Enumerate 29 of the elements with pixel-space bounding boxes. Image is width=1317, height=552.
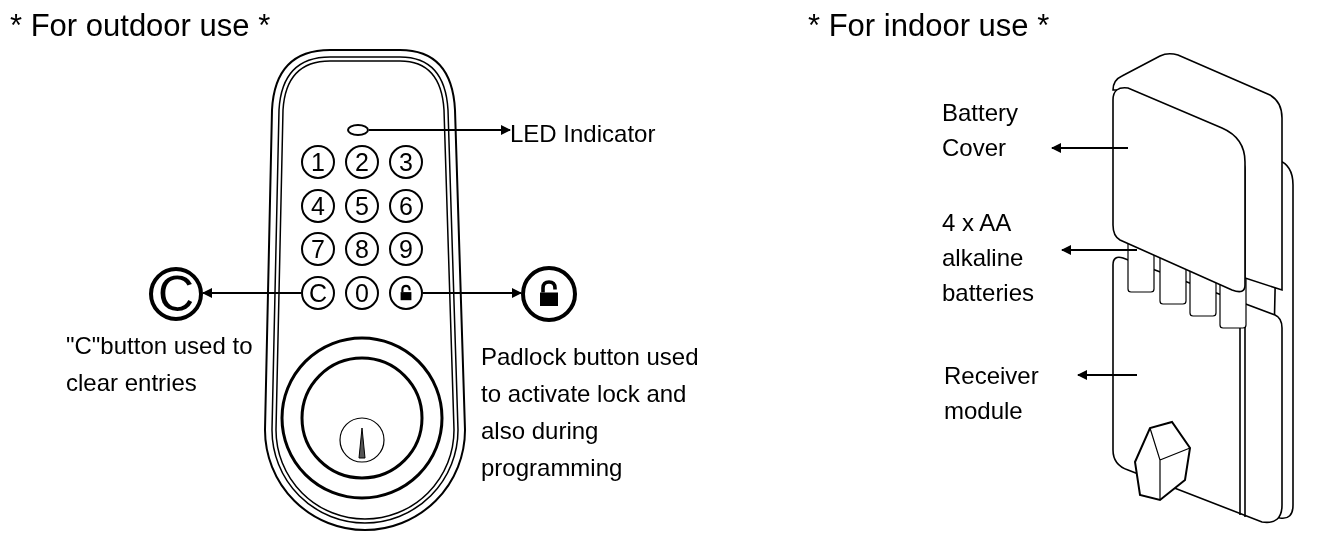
- callout-label: LED Indicator: [510, 116, 690, 151]
- leader-line: [1077, 370, 1138, 380]
- padlock-key: [389, 276, 423, 310]
- caption-text: Padlock button used to activate lock and also during programming: [481, 342, 700, 483]
- keypad-key: 5: [345, 189, 379, 223]
- clear-symbol: C: [149, 267, 203, 321]
- callout-label: Receiver module: [944, 358, 1078, 428]
- keypad-key: 7: [301, 232, 335, 266]
- keypad-key: 3: [389, 145, 423, 179]
- keypad-key: 4: [301, 189, 335, 223]
- section-heading: * For outdoor use *: [10, 8, 271, 44]
- arrow: [202, 288, 302, 298]
- caption-text: "C"button used to clear entries: [66, 331, 254, 398]
- arrow: [422, 288, 522, 298]
- callout-label: Battery Cover: [942, 95, 1052, 165]
- padlock-symbol: [521, 266, 577, 322]
- leader-line: [1061, 245, 1138, 255]
- keypad-key: 1: [301, 145, 335, 179]
- keypad-key: 6: [389, 189, 423, 223]
- callout-label: 4 x AA alkaline batteries: [942, 205, 1062, 310]
- keypad-key: 8: [345, 232, 379, 266]
- keypad-key: C: [301, 276, 335, 310]
- keypad-key: 0: [345, 276, 379, 310]
- keypad-key: 2: [345, 145, 379, 179]
- leader-line: [1051, 143, 1129, 153]
- arrow: [368, 125, 511, 135]
- led-light: [347, 124, 369, 136]
- keypad-key: 9: [389, 232, 423, 266]
- section-heading: * For indoor use *: [808, 8, 1050, 44]
